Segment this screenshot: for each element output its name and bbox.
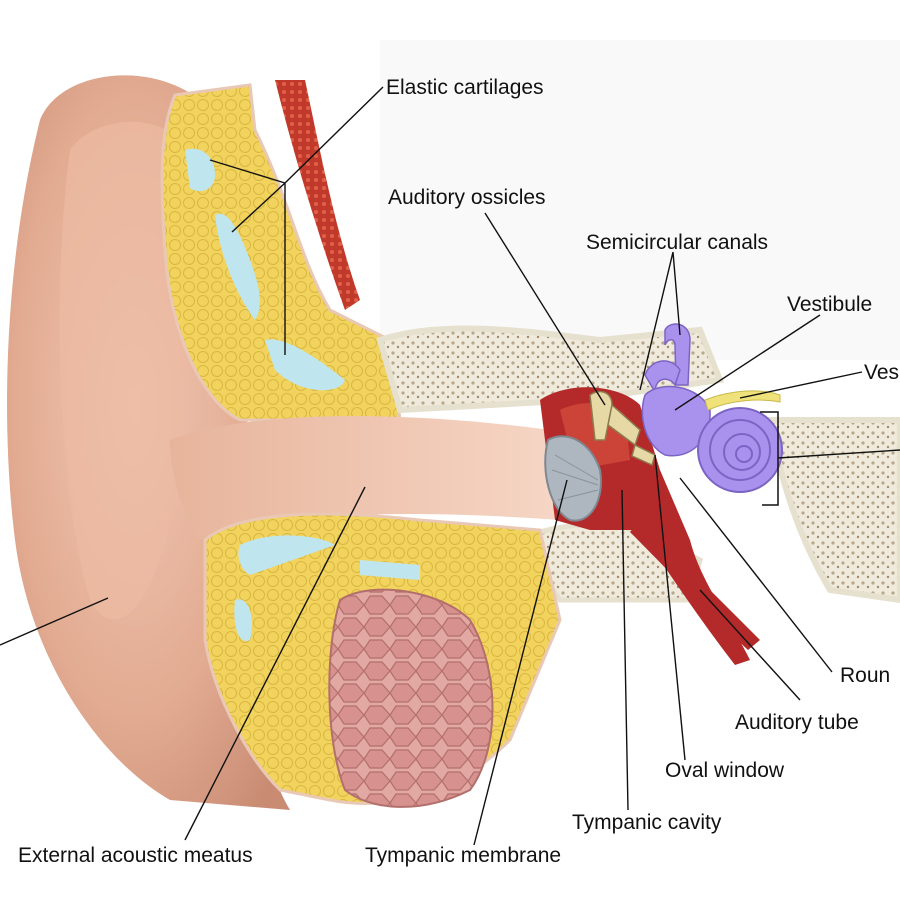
cartilage-patch-lower-2	[360, 560, 420, 580]
ear-canal	[170, 416, 560, 540]
label-elastic-cartilages: Elastic cartilages	[386, 76, 544, 99]
bone-upper	[376, 325, 725, 414]
label-vestibule: Vestibule	[787, 293, 873, 316]
ossicle-malleus	[589, 390, 613, 441]
cartilage-patch-upper-2	[215, 213, 260, 320]
label-tympanic-membrane: Tympanic membrane	[365, 844, 562, 867]
cartilage-patch-lower-3	[234, 599, 252, 641]
leader-vestibule	[674, 314, 821, 411]
auditory-tube-shape	[630, 520, 760, 650]
leader-lines	[0, 86, 900, 846]
cartilage-patch-lower-1	[238, 535, 335, 575]
label-vestibular-nerve: Ves	[864, 361, 900, 384]
leader-elastic-cartilages	[209, 86, 384, 355]
bone-right	[766, 417, 900, 604]
leader-auditory-ossicles	[484, 212, 606, 406]
label-auditory-tube: Auditory tube	[735, 711, 859, 734]
label-semicircular-canals: Semicircular canals	[586, 231, 769, 254]
leader-auditory-tube	[699, 589, 801, 701]
leader-cochlea	[777, 449, 900, 459]
leader-vestibular-nerve	[739, 371, 863, 399]
background-haze	[380, 40, 900, 360]
ossicle-stapes	[631, 443, 656, 467]
label-oval-window: Oval window	[665, 759, 785, 782]
cartilage-patch-upper-1	[185, 148, 215, 192]
semicircular-canals-shape	[664, 323, 691, 386]
label-external-acoustic-meatus: External acoustic meatus	[18, 844, 253, 867]
label-tympanic-cavity: Tympanic cavity	[572, 811, 722, 834]
vestibular-nerve-shape	[704, 390, 781, 411]
label-round-window: Roun	[840, 664, 891, 687]
leader-oval-window	[654, 454, 686, 761]
leader-left-edge	[0, 597, 109, 646]
blood-vessel-strip	[275, 80, 360, 310]
upper-cartilage	[160, 83, 402, 422]
cochlea-bracket	[760, 411, 779, 506]
leader-external-acoustic-meatus	[184, 486, 366, 841]
leader-semicircular-canals	[639, 251, 681, 391]
parotid-gland	[328, 588, 494, 808]
pinna-inner-fold	[59, 121, 191, 620]
semicircular-canals-loop	[644, 360, 681, 395]
leader-tympanic-membrane	[473, 479, 568, 846]
leader-tympanic-cavity	[621, 489, 629, 811]
label-auditory-ossicles: Auditory ossicles	[388, 186, 546, 209]
leader-round-window	[679, 477, 833, 673]
